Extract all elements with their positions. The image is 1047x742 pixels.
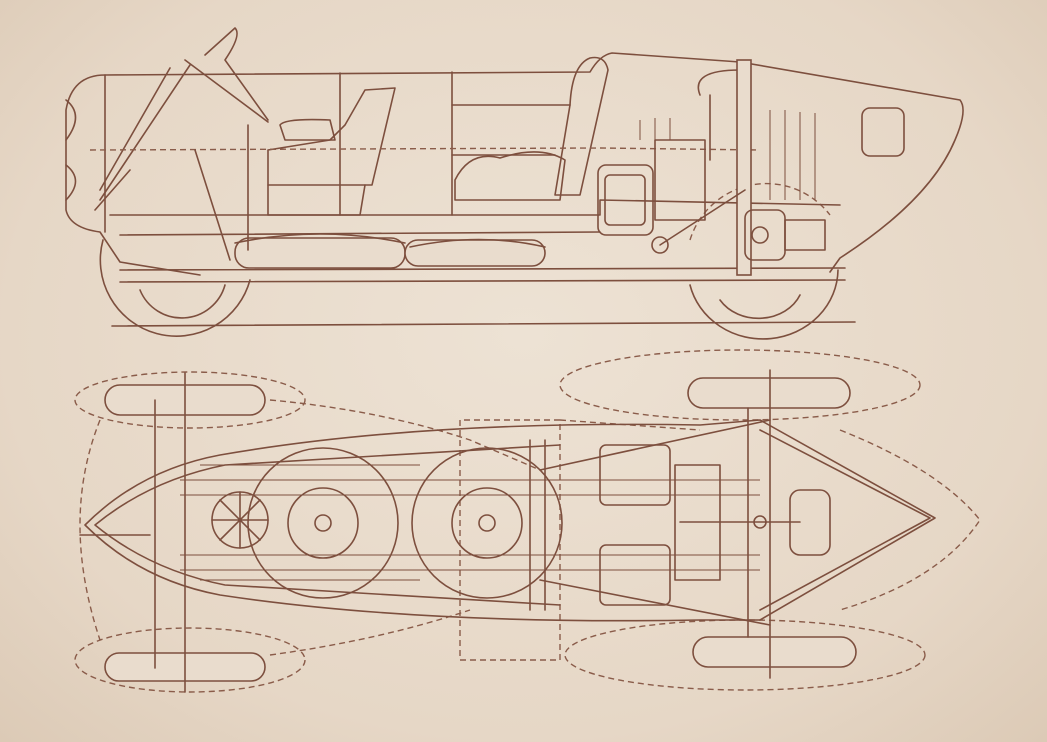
spare-wheels: [247, 447, 563, 599]
rear-wheel-bottom: [692, 636, 857, 668]
engine: [597, 59, 826, 276]
engine-plan: [599, 444, 831, 606]
front-axle: [79, 372, 266, 693]
frame-rails: [180, 439, 760, 611]
plan-view: [74, 349, 981, 693]
side-elevation: [65, 27, 964, 340]
rear-axle: [687, 369, 857, 679]
ground-line: [111, 321, 856, 327]
rear-seat: [454, 56, 609, 201]
steering-wheel: [211, 491, 269, 549]
rear-wheel-top: [687, 377, 851, 409]
chassis-rail: [119, 124, 846, 283]
front-wheel: [99, 239, 251, 337]
windscreen: [94, 27, 269, 211]
body-plan-outline: [84, 419, 936, 622]
body-outline: [104, 52, 964, 273]
front-seat: [267, 87, 396, 216]
nose: [65, 74, 201, 276]
rear-hatch: [861, 107, 905, 157]
rear-wheel: [689, 182, 839, 340]
louvres: [639, 110, 816, 200]
